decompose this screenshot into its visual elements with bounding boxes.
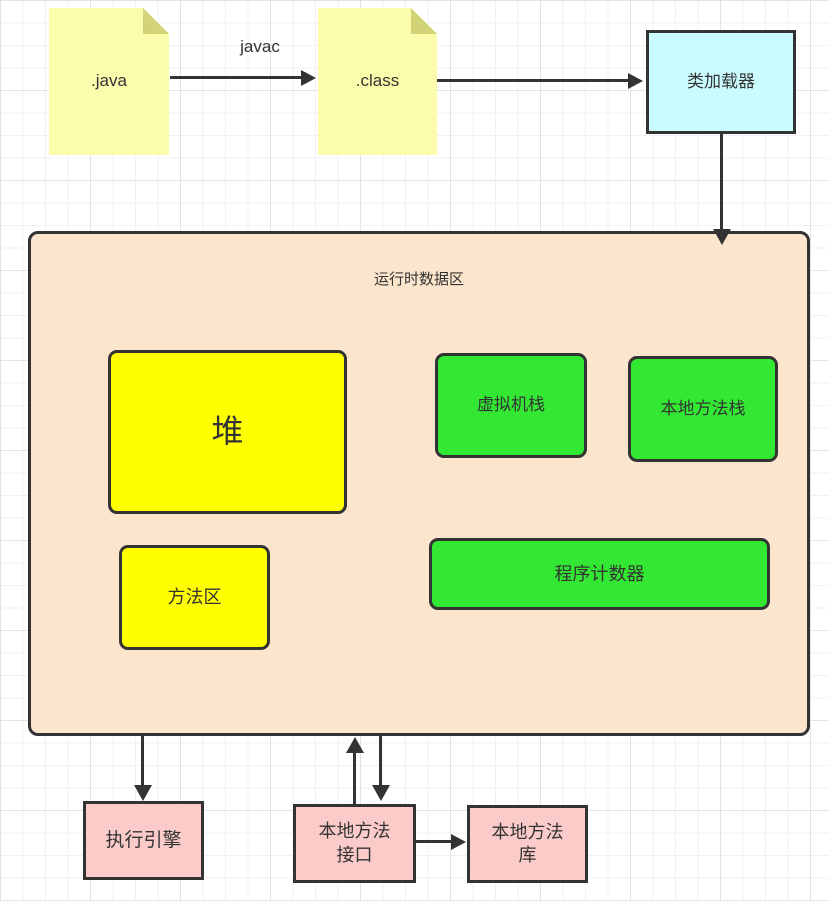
arrow-runtime-to-interface-line xyxy=(379,733,382,786)
arrow-class-to-loader-line xyxy=(437,79,629,82)
native-method-interface-node[interactable]: 本地方法 接口 xyxy=(293,804,416,883)
vm-stack-node[interactable]: 虚拟机栈 xyxy=(435,353,587,458)
native-method-library-label-line2: 库 xyxy=(518,845,537,865)
arrow-java-to-class-line xyxy=(170,76,303,79)
class-loader-node[interactable]: 类加载器 xyxy=(646,30,796,134)
native-method-interface-label-line2: 接口 xyxy=(336,844,373,865)
runtime-data-area-title: 运行时数据区 xyxy=(373,271,464,288)
native-method-interface-label-line1: 本地方法 xyxy=(318,821,391,842)
arrow-runtime-to-engine-head xyxy=(134,785,152,801)
program-counter-node[interactable]: 程序计数器 xyxy=(429,538,770,610)
arrow-runtime-to-interface-head xyxy=(372,785,390,801)
heap-node[interactable]: 堆 xyxy=(108,350,347,514)
java-file-fold-corner xyxy=(143,8,169,34)
native-method-library-label-line1: 本地方法 xyxy=(491,821,564,842)
vm-stack-label: 虚拟机栈 xyxy=(477,395,545,415)
native-method-library-node[interactable]: 本地方法 库 xyxy=(467,805,588,883)
arrow-java-to-class-head xyxy=(301,70,316,86)
execution-engine-label: 执行引擎 xyxy=(105,829,182,851)
arrow-class-to-loader-head xyxy=(628,73,643,89)
arrow-loader-to-runtime-line xyxy=(720,134,723,231)
program-counter-label: 程序计数器 xyxy=(554,563,645,584)
method-area-node[interactable]: 方法区 xyxy=(119,545,270,650)
class-file-label: .class xyxy=(355,71,400,91)
execution-engine-node[interactable]: 执行引擎 xyxy=(83,801,204,880)
arrow-interface-to-library-line xyxy=(416,840,452,843)
class-loader-label: 类加载器 xyxy=(687,71,755,91)
method-area-label: 方法区 xyxy=(167,587,222,608)
arrow-interface-to-library-head xyxy=(451,834,466,850)
java-file-label: .java xyxy=(91,71,127,91)
arrow-loader-to-runtime-head xyxy=(713,229,731,245)
native-method-stack-label: 本地方法栈 xyxy=(660,398,746,418)
arrow-runtime-to-engine-line xyxy=(141,736,144,786)
javac-label: javac xyxy=(240,37,280,56)
class-file-fold-corner xyxy=(411,8,437,34)
heap-label: 堆 xyxy=(211,413,244,450)
native-method-stack-node[interactable]: 本地方法栈 xyxy=(628,356,778,462)
arrow-interface-to-runtime-head xyxy=(346,737,364,753)
arrow-interface-to-runtime-line xyxy=(353,751,356,804)
